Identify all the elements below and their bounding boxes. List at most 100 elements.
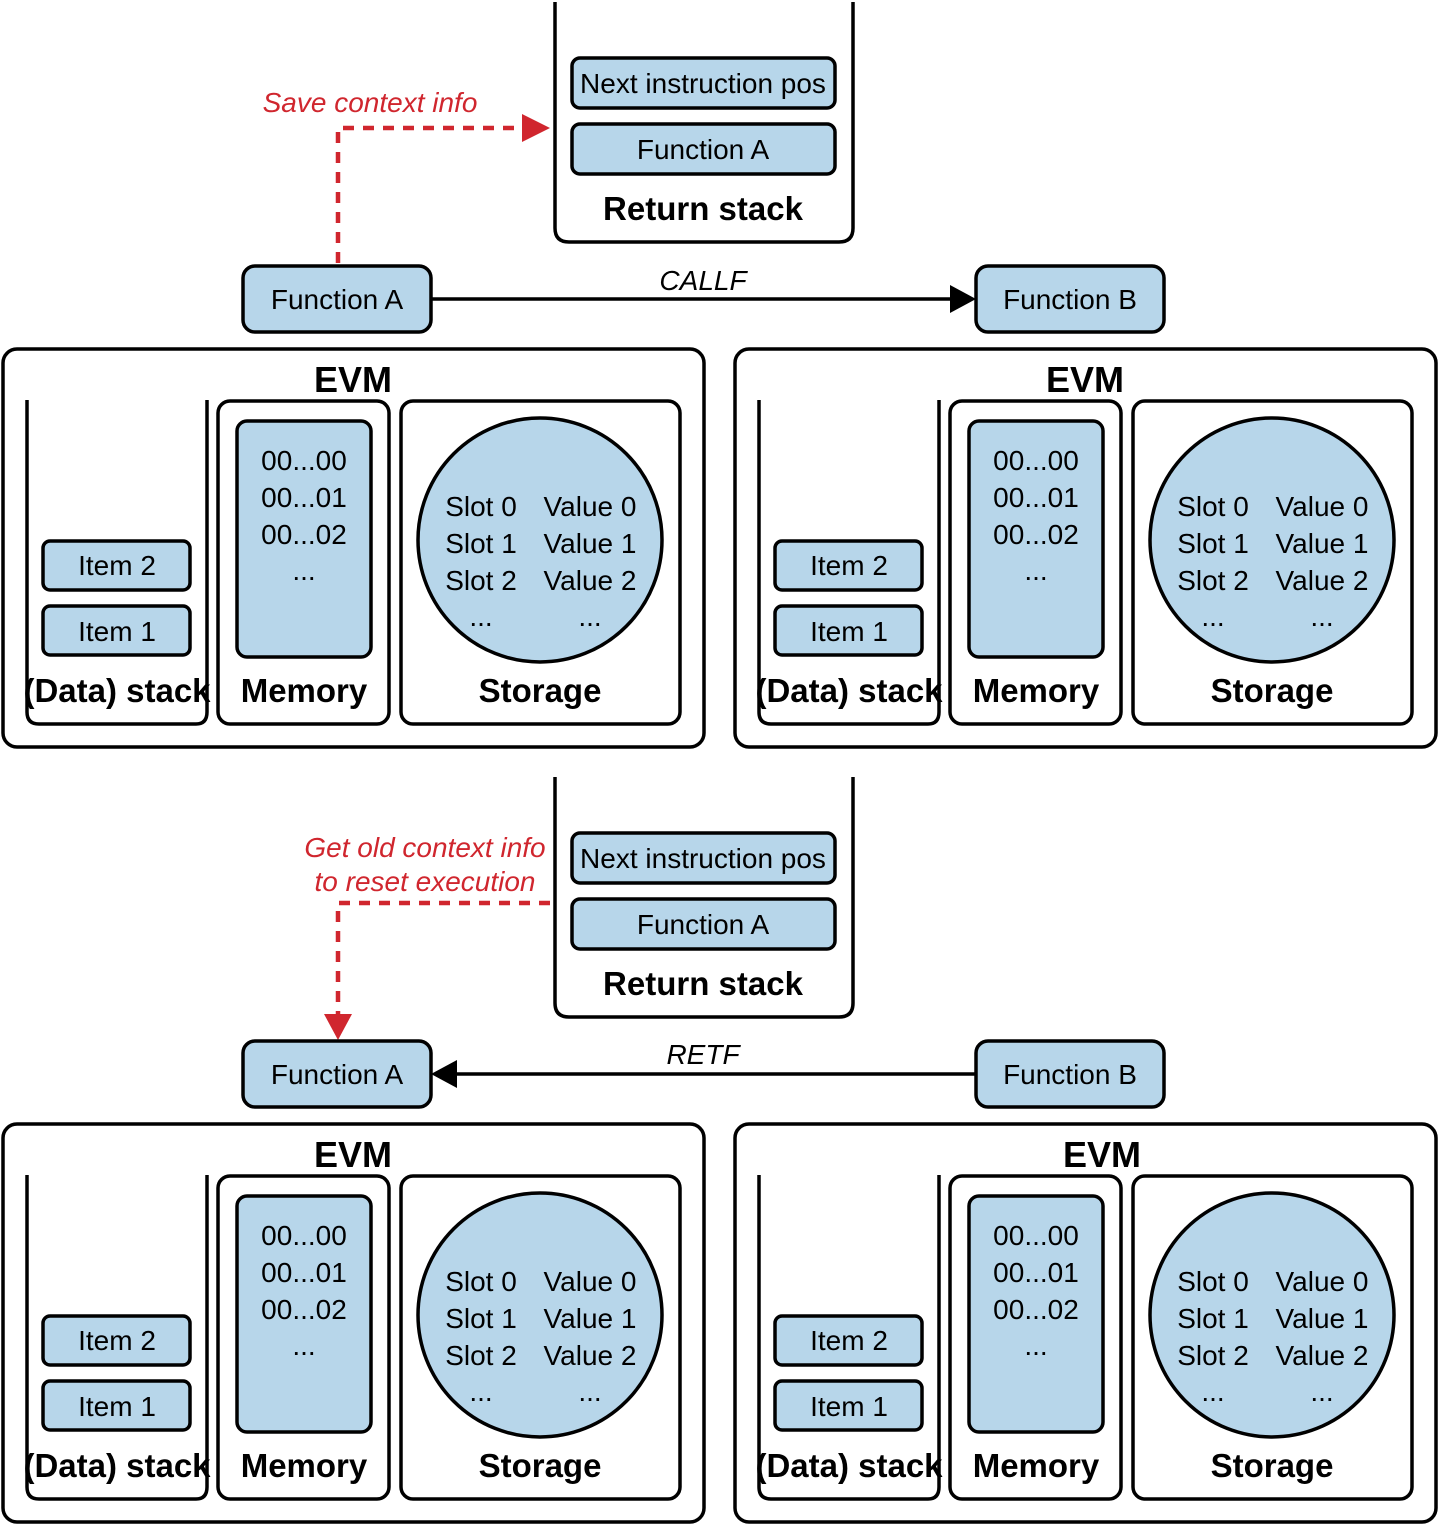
evm-panel-bottom-right: EVM Item 2 Item 1 (Data) stack 00...00 0… <box>733 1122 1438 1524</box>
storage-value-2: Value 2 <box>544 1340 637 1371</box>
storage-slot-1: Slot 1 <box>445 528 517 559</box>
storage-slot-2: Slot 2 <box>445 1340 517 1371</box>
storage-circle <box>416 416 664 664</box>
stack-item-2-label: Item 2 <box>810 550 888 581</box>
bottom-rs-next-instruction <box>570 831 837 885</box>
get-context-label-line1: Get old context info <box>304 832 545 863</box>
stack-item-2-label: Item 2 <box>78 1325 156 1356</box>
top-rs-next-instruction <box>570 56 837 110</box>
evm-title: EVM <box>1063 1134 1141 1175</box>
memory-row-1: 00...01 <box>261 482 347 513</box>
top-return-stack-label: Return stack <box>603 190 804 227</box>
bottom-rs-item-1: Function A <box>637 909 770 940</box>
storage-label: Storage <box>1211 1447 1334 1484</box>
stack-item-2 <box>41 1314 192 1367</box>
evm-panel-top-left: EVM Item 2 Item 1 (Data) stack 00...00 0… <box>1 347 706 749</box>
memory-label: Memory <box>973 1447 1100 1484</box>
memory-row-0: 00...00 <box>993 445 1079 476</box>
bottom-rs-function-a <box>570 897 837 951</box>
stack-item-1-label: Item 1 <box>78 1391 156 1422</box>
save-context-label: Save context info <box>263 87 478 118</box>
top-rs-item-0: Next instruction pos <box>580 68 826 99</box>
stack-item-1-label: Item 1 <box>810 1391 888 1422</box>
bottom-function-b-label: Function B <box>1003 1059 1137 1090</box>
stack-item-1 <box>773 604 924 657</box>
memory-label: Memory <box>973 672 1100 709</box>
storage-circle <box>1148 416 1396 664</box>
save-context-arrow <box>335 125 522 263</box>
memory-row-1: 00...01 <box>261 1257 347 1288</box>
storage-value-0: Value 0 <box>1276 491 1369 522</box>
save-context-arrowhead <box>522 114 550 142</box>
memory-row-2: 00...02 <box>261 519 347 550</box>
memory-row-0: 00...00 <box>993 1220 1079 1251</box>
data-stack-label: (Data) stack <box>23 672 211 709</box>
storage-value-2: Value 2 <box>1276 1340 1369 1371</box>
storage-value-3: ... <box>578 1376 601 1407</box>
memory-row-3: ... <box>292 1330 315 1361</box>
storage-slot-3: ... <box>469 601 492 632</box>
data-stack-label: (Data) stack <box>755 672 943 709</box>
memory-row-0: 00...00 <box>261 1220 347 1251</box>
stack-item-1 <box>41 604 192 657</box>
get-context-arrowhead <box>324 1014 352 1040</box>
get-context-label-line2: to reset execution <box>314 866 535 897</box>
bottom-return-stack: Next instruction pos Function A Return s… <box>553 777 855 1019</box>
storage-slot-3: ... <box>1201 1376 1224 1407</box>
stack-item-1 <box>773 1379 924 1432</box>
evm-title: EVM <box>314 359 392 400</box>
storage-slot-1: Slot 1 <box>1177 1303 1249 1334</box>
storage-slot-3: ... <box>1201 601 1224 632</box>
data-stack-container <box>757 400 941 726</box>
storage-slot-0: Slot 0 <box>445 491 517 522</box>
memory-block <box>967 1194 1105 1434</box>
storage-value-1: Value 1 <box>544 1303 637 1334</box>
memory-label: Memory <box>241 1447 368 1484</box>
memory-row-3: ... <box>292 555 315 586</box>
callf-arrowhead <box>950 285 976 313</box>
storage-value-0: Value 0 <box>544 491 637 522</box>
top-rs-item-1: Function A <box>637 134 770 165</box>
storage-circle <box>416 1191 664 1439</box>
storage-value-1: Value 1 <box>1276 528 1369 559</box>
memory-row-2: 00...02 <box>261 1294 347 1325</box>
top-function-a-label: Function A <box>271 284 404 315</box>
bottom-rs-item-0: Next instruction pos <box>580 843 826 874</box>
storage-circle <box>1148 1191 1396 1439</box>
stack-item-2 <box>773 539 924 592</box>
top-rs-function-a <box>570 122 837 176</box>
storage-slot-1: Slot 1 <box>1177 528 1249 559</box>
storage-slot-3: ... <box>469 1376 492 1407</box>
storage-slot-0: Slot 0 <box>1177 1266 1249 1297</box>
storage-value-0: Value 0 <box>544 1266 637 1297</box>
storage-value-3: ... <box>1310 601 1333 632</box>
storage-slot-2: Slot 2 <box>1177 565 1249 596</box>
storage-value-2: Value 2 <box>544 565 637 596</box>
evm-panel-top-right: EVM Item 2 Item 1 (Data) stack 00...00 0… <box>733 347 1438 749</box>
memory-label: Memory <box>241 672 368 709</box>
storage-value-2: Value 2 <box>1276 565 1369 596</box>
stack-item-2 <box>773 1314 924 1367</box>
memory-row-2: 00...02 <box>993 519 1079 550</box>
retf-label: RETF <box>666 1039 741 1070</box>
data-stack-container <box>25 1175 209 1501</box>
data-stack-label: (Data) stack <box>23 1447 211 1484</box>
memory-row-0: 00...00 <box>261 445 347 476</box>
top-return-stack: Next instruction pos Function A Return s… <box>553 2 855 244</box>
storage-value-1: Value 1 <box>1276 1303 1369 1334</box>
storage-value-3: ... <box>1310 1376 1333 1407</box>
callf-label: CALLF <box>659 265 748 296</box>
data-stack-container <box>25 400 209 726</box>
memory-row-3: ... <box>1024 1330 1047 1361</box>
retf-arrowhead <box>431 1060 457 1088</box>
data-stack-container <box>757 1175 941 1501</box>
storage-slot-1: Slot 1 <box>445 1303 517 1334</box>
storage-value-0: Value 0 <box>1276 1266 1369 1297</box>
memory-block <box>967 419 1105 659</box>
stack-item-2-label: Item 2 <box>78 550 156 581</box>
get-context-arrow <box>335 900 550 1014</box>
storage-label: Storage <box>479 1447 602 1484</box>
storage-slot-2: Slot 2 <box>445 565 517 596</box>
storage-slot-2: Slot 2 <box>1177 1340 1249 1371</box>
memory-row-3: ... <box>1024 555 1047 586</box>
